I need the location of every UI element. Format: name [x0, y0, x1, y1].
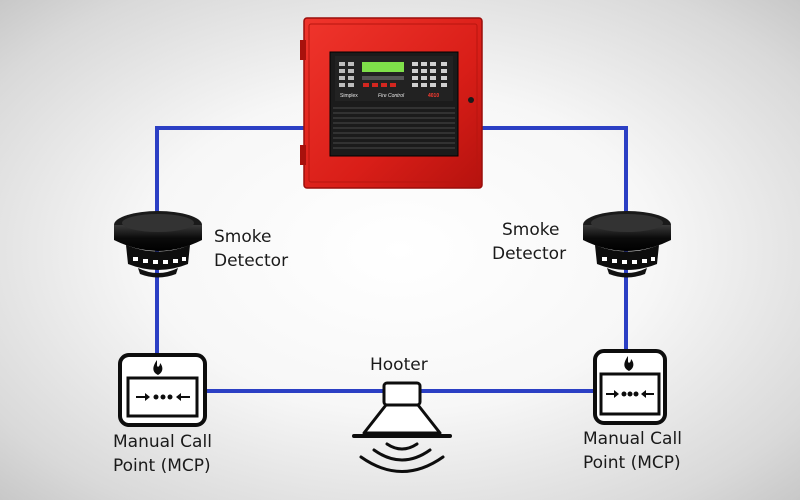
hooter-label: Hooter — [370, 353, 428, 377]
panel-brand: Simplex — [340, 93, 358, 99]
panel-key-lock — [468, 97, 474, 103]
manual-call-point-left-icon — [118, 353, 207, 427]
smoke-detector-right-label-line1: Smoke — [502, 220, 560, 240]
smoke-detector-left-label-line1: Smoke — [214, 227, 272, 247]
mcp-left-label-line1: Manual Call — [113, 432, 212, 452]
mcp-left-label: Manual Call Point (MCP) — [113, 430, 212, 478]
hooter-siren-icon — [352, 381, 452, 473]
smoke-detector-right-label-line2: Detector — [492, 244, 567, 264]
mcp-right-label-line2: Point (MCP) — [583, 453, 681, 473]
mcp-right-label: Manual Call Point (MCP) — [583, 427, 682, 475]
wire-left — [155, 126, 305, 355]
manual-call-point-right-icon — [593, 349, 667, 425]
smoke-detector-left-label: Smoke Detector — [214, 225, 288, 273]
fire-alarm-control-panel: Simplex Fire Control 4010 — [300, 17, 483, 189]
panel-model-number: 4010 — [428, 93, 439, 99]
mcp-left-label-line2: Point (MCP) — [113, 456, 211, 476]
panel-model-text: Fire Control — [378, 93, 405, 99]
mcp-right-label-line1: Manual Call — [583, 429, 682, 449]
smoke-detector-right-icon — [583, 211, 671, 278]
smoke-detector-right-label: Smoke Detector — [492, 218, 566, 266]
hooter-label-text: Hooter — [370, 355, 428, 375]
smoke-detector-left-label-line2: Detector — [214, 251, 289, 271]
smoke-detector-left-icon — [114, 211, 202, 278]
